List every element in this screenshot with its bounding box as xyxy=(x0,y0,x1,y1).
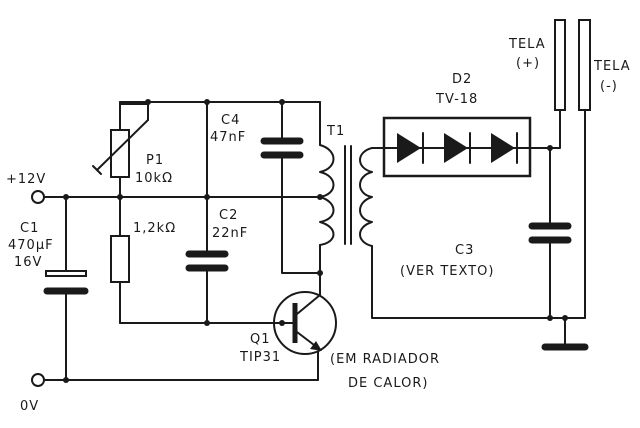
terminal-ov xyxy=(31,373,45,387)
junction xyxy=(279,99,285,105)
capacitor-c4 xyxy=(260,137,304,159)
junction xyxy=(547,315,553,321)
label-c1-value: 470µF xyxy=(8,238,54,253)
label-tela-minus-sign: (-) xyxy=(600,79,618,94)
label-c3-note: (VER TEXTO) xyxy=(400,264,494,279)
label-c4-value: 47nF xyxy=(210,130,246,145)
label-tela-plus-title: TELA xyxy=(508,37,546,52)
tela-minus-electrode xyxy=(578,19,591,111)
label-c1-voltage: 16V xyxy=(14,255,42,270)
label-q1-note-line2: DE CALOR) xyxy=(348,376,428,391)
q1-body xyxy=(273,291,337,355)
label-tela-minus-title: TELA xyxy=(593,59,631,74)
wires xyxy=(43,101,586,381)
p1-adjust-tick xyxy=(92,165,102,175)
labels: +12V 0V C1 470µF 16V P1 10kΩ 1,2kΩ C4 47… xyxy=(6,37,631,414)
label-t1-name: T1 xyxy=(326,124,345,139)
wire-p1-wiper xyxy=(119,103,149,121)
junction xyxy=(117,194,123,200)
label-c2-value: 22nF xyxy=(212,226,248,241)
label-d2-name: D2 xyxy=(452,72,472,87)
label-q1-value: TIP31 xyxy=(239,350,281,365)
t1-secondary-winding xyxy=(359,147,373,247)
label-tela-plus-sign: (+) xyxy=(516,56,540,71)
label-c4-name: C4 xyxy=(221,113,240,128)
tela-plus-electrode xyxy=(554,19,566,111)
t1-primary-winding xyxy=(319,144,335,246)
d2-diode-3 xyxy=(491,133,515,163)
c1-plate-positive xyxy=(45,270,87,277)
junction xyxy=(204,99,210,105)
junction xyxy=(279,320,285,326)
junction xyxy=(547,145,553,151)
d2-diode-2 xyxy=(444,133,468,163)
wire-secondary-bottom xyxy=(371,245,551,319)
wire-diode-out xyxy=(529,109,561,149)
q1-collector xyxy=(296,294,321,315)
capacitor-c2 xyxy=(185,250,229,272)
junction xyxy=(317,270,323,276)
transformer-t1 xyxy=(319,144,373,247)
junction xyxy=(204,320,210,326)
label-p1-name: P1 xyxy=(146,153,164,168)
junction xyxy=(63,377,69,383)
transistor-q1 xyxy=(273,291,337,355)
p1-adjust-arrow xyxy=(96,119,149,171)
label-p1-value: 10kΩ xyxy=(135,171,173,186)
label-c2-name: C2 xyxy=(219,208,238,223)
capacitor-c3 xyxy=(528,222,572,244)
label-d2-value: TV-18 xyxy=(435,92,478,107)
potentiometer-p1 xyxy=(92,119,149,178)
terminal-plus12v xyxy=(31,190,45,204)
resistor-1k2 xyxy=(110,235,130,283)
junction-dots xyxy=(63,99,568,383)
label-c1-name: C1 xyxy=(20,221,39,236)
label-q1-name: Q1 xyxy=(250,332,271,347)
label-plus12v: +12V xyxy=(6,172,46,187)
junction xyxy=(562,315,568,321)
junction xyxy=(145,99,151,105)
diode-d2 xyxy=(382,116,532,178)
d2-diode-1 xyxy=(397,133,421,163)
label-q1-note-line1: (EM RADIADOR xyxy=(330,352,440,367)
capacitor-c1 xyxy=(43,270,89,295)
junction xyxy=(204,194,210,200)
label-r-value: 1,2kΩ xyxy=(133,221,176,236)
junction xyxy=(63,194,69,200)
wire-c4-bottom xyxy=(281,154,321,274)
q1-emitter-arrow xyxy=(310,341,322,351)
label-ov: 0V xyxy=(20,399,39,414)
label-c3-name: C3 xyxy=(455,243,474,258)
